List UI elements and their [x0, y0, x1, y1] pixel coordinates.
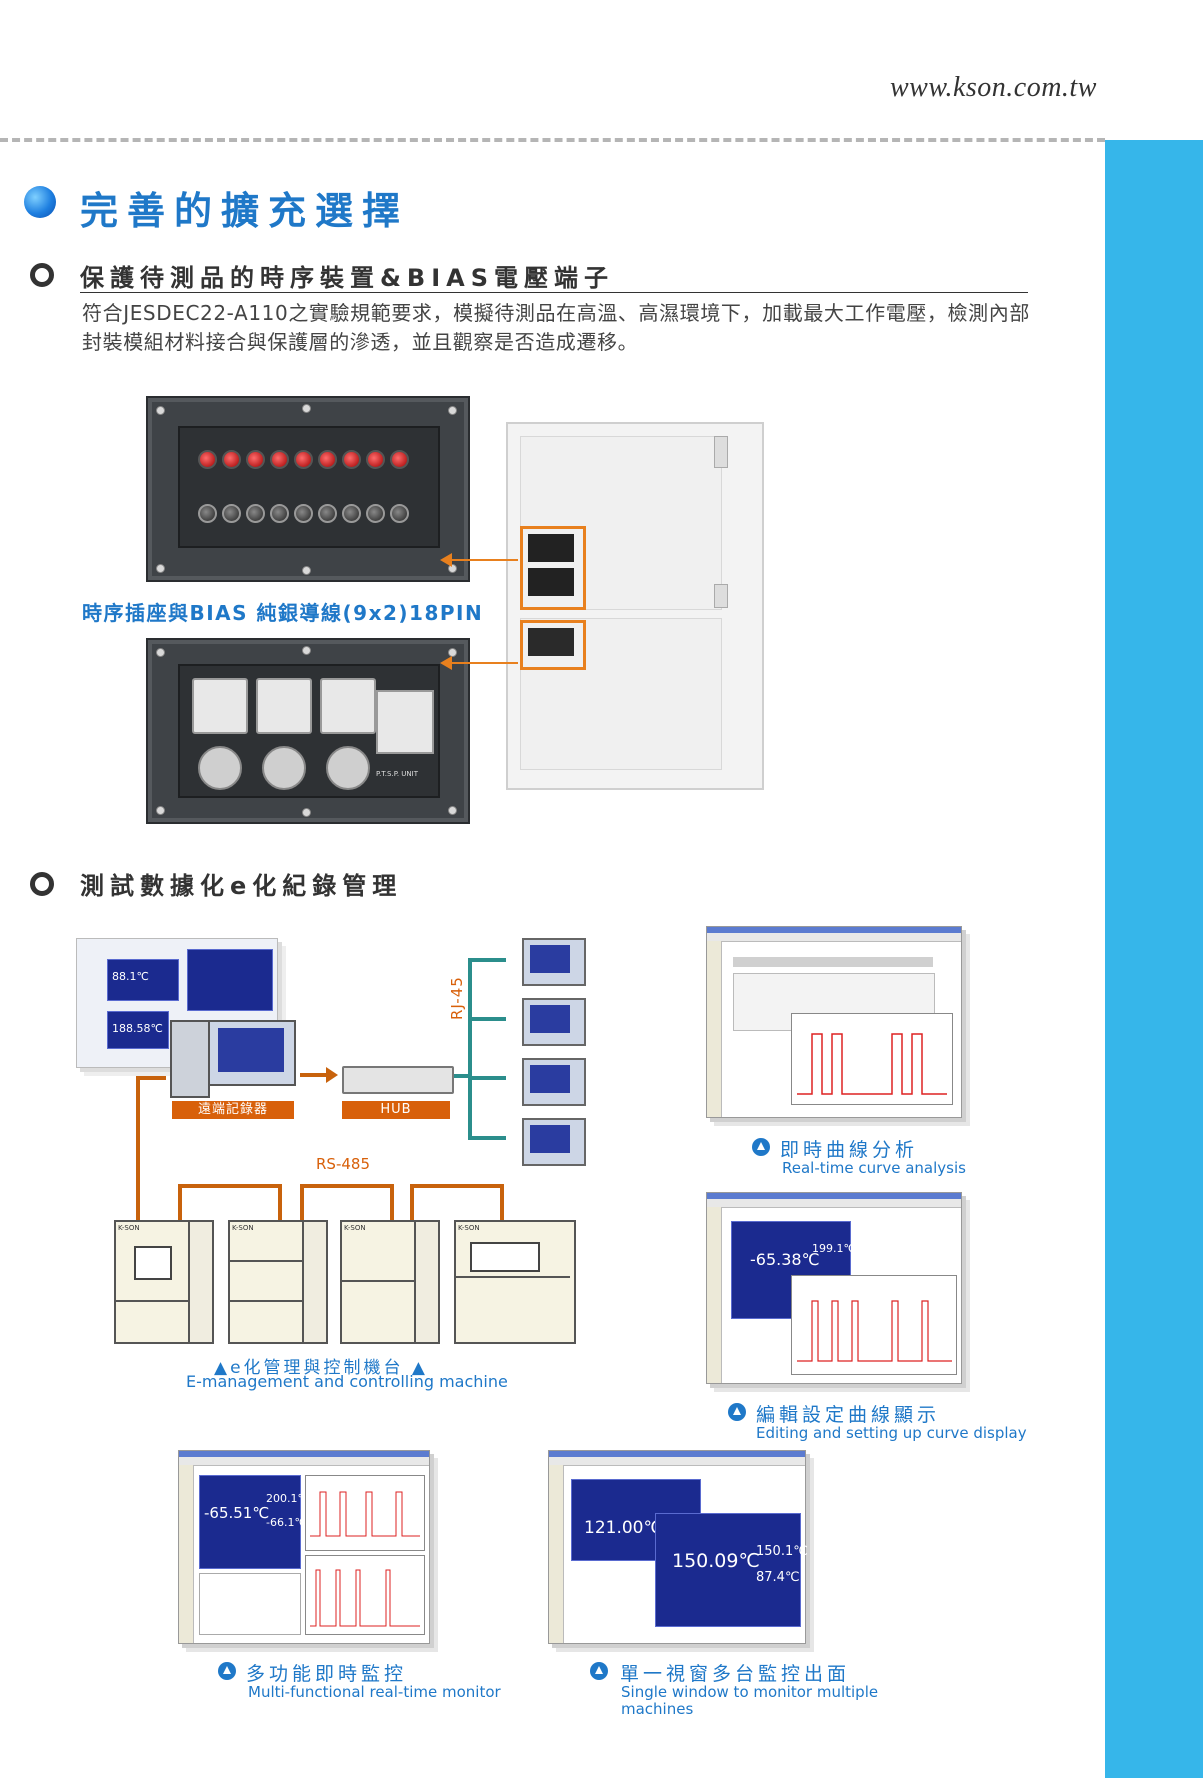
screenshot-editing-curve: -65.38℃ 199.1℃ [706, 1192, 962, 1384]
emanage-caption-en: E-management and controlling machine [186, 1372, 508, 1391]
ring-bullet-icon [30, 263, 54, 287]
rj45-label: RJ-45 [448, 976, 466, 1020]
arrow-head-icon [440, 553, 452, 567]
client-monitor [522, 998, 586, 1046]
triangle-up-icon [752, 1138, 770, 1156]
pc-screen-stack: 88.1℃ 188.58℃ [76, 938, 278, 1068]
triangle-up-icon [218, 1662, 236, 1680]
client-monitor [522, 1118, 586, 1166]
pointer-arrow [446, 662, 518, 664]
client-monitor [522, 1058, 586, 1106]
editing-caption-zh: 編輯設定曲線顯示 [756, 1404, 941, 1426]
right-sidebar-bar [1105, 140, 1203, 1778]
bullet-dot-icon [24, 186, 56, 218]
pc-tower [170, 1020, 210, 1098]
multifunc-caption-en: Multi-functional real-time monitor [248, 1683, 501, 1701]
section-title: 完善的擴充選擇 [80, 189, 410, 233]
arrow-head-icon [440, 656, 452, 670]
hub-device [342, 1066, 454, 1094]
single-caption-en-line2: machines [621, 1700, 694, 1718]
pc-monitor [208, 1020, 296, 1086]
client-monitor [522, 938, 586, 986]
chamber-machine: K-SON [454, 1220, 576, 1344]
editing-curve-graph [797, 1300, 952, 1362]
realtime-caption-en: Real-time curve analysis [782, 1159, 966, 1177]
multifunc-caption-zh: 多功能即時監控 [246, 1663, 408, 1685]
screenshot-multifunctional-monitor: -65.51℃ 200.1℃ -66.1℃ [178, 1450, 430, 1644]
website-url: www.kson.com.tw [890, 72, 1097, 103]
pointer-arrow [446, 559, 518, 561]
screenshot-single-window-monitor: 121.00℃ 150.09℃ 150.1℃ 87.4℃ [548, 1450, 808, 1644]
screenshot-realtime-curve [706, 926, 962, 1118]
subsection-title-erecord: 測試數據化e化紀錄管理 [80, 872, 403, 900]
subsection-underline [80, 292, 1028, 293]
power-outlet-panel: P.T.S.P. UNIT [146, 638, 470, 824]
bias-description: 符合JESDEC22-A110之實驗規範要求，模擬待測品在高溫、高濕環境下，加載… [82, 301, 1030, 354]
emanage-caption-zh: ▲e化管理與控制機台 ▲ [214, 1358, 429, 1378]
bias-figure-caption: 時序插座與BIAS 純銀導線(9x2)18PIN [82, 601, 484, 625]
hub-label: HUB [342, 1101, 450, 1119]
triangle-up-icon [728, 1403, 746, 1421]
rs485-label: RS-485 [316, 1155, 370, 1173]
editing-caption-en: Editing and setting up curve display [756, 1424, 1027, 1442]
single-caption-en-line1: Single window to monitor multiple [621, 1683, 879, 1701]
chamber-cabinet [506, 422, 764, 790]
dashed-divider [0, 138, 1105, 142]
triangle-up-icon [590, 1662, 608, 1680]
panel-unit-label: P.T.S.P. UNIT [376, 770, 418, 778]
realtime-curve-graph [797, 1033, 947, 1095]
subsection-title-bias: 保護待測品的時序裝置&BIAS電壓端子 [80, 264, 615, 292]
recorder-label: 遠端記錄器 [172, 1101, 294, 1119]
ring-bullet-icon [30, 872, 54, 896]
realtime-caption-zh: 即時曲線分析 [780, 1139, 919, 1161]
bias-terminal-panel [146, 396, 470, 582]
arrow-right-icon [326, 1067, 338, 1083]
single-caption-zh: 單一視窗多台監控出面 [620, 1663, 851, 1685]
